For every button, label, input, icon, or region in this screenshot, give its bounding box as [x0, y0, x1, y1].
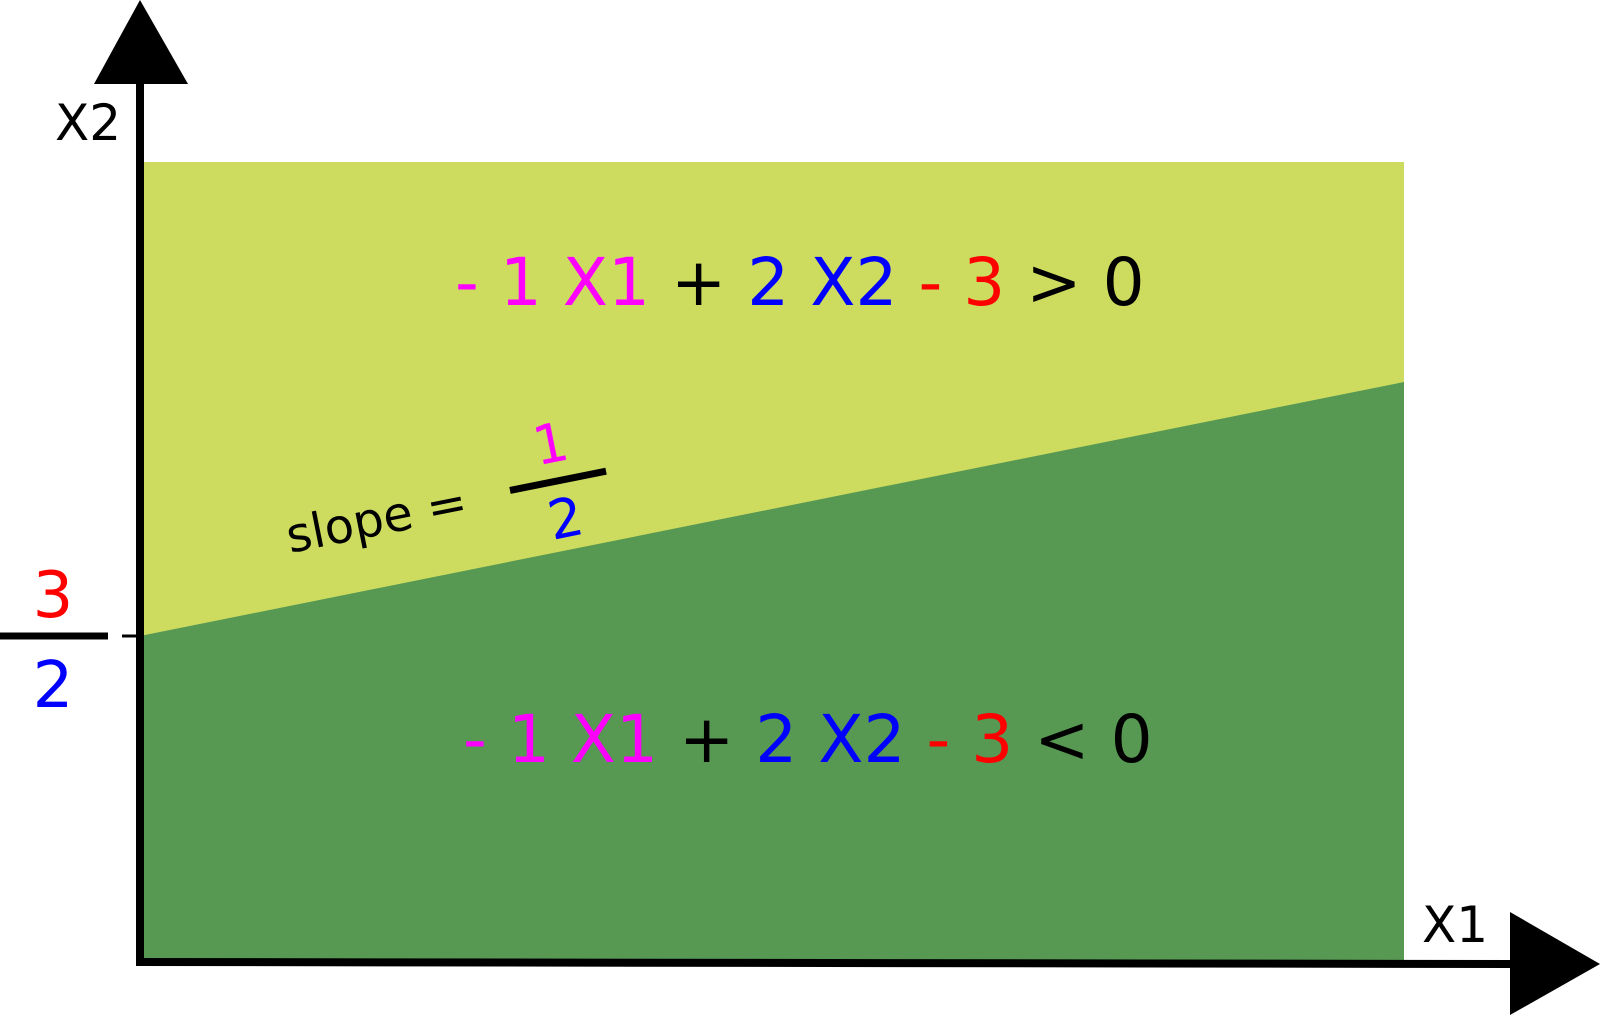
lower-region	[140, 382, 1404, 964]
x-axis-line	[135, 958, 1513, 968]
upper-relation: >	[1026, 244, 1081, 321]
x-axis-label: X1	[1422, 896, 1488, 954]
slope-fraction-bar	[509, 467, 607, 494]
lower-inequality: - 1 X1 + 2 X2 - 3 < 0	[463, 701, 1153, 778]
lower-plus: +	[679, 701, 734, 778]
upper-x1-var: X1	[563, 244, 650, 321]
lower-bias-value: 3	[971, 701, 1013, 778]
lower-x1-coef: 1	[508, 701, 550, 778]
y-axis-arrowhead	[94, 0, 188, 84]
upper-x2-var: X2	[810, 244, 897, 321]
upper-plus: +	[671, 244, 726, 321]
upper-x2-coef: 2	[747, 244, 789, 321]
upper-bias-sign: -	[918, 244, 942, 321]
lower-x1-var: X1	[571, 701, 658, 778]
x-axis-arrowhead	[1510, 912, 1600, 1015]
upper-x1-coef: 1	[500, 244, 542, 321]
lower-x2-coef: 2	[755, 701, 797, 778]
y-axis-label: X2	[55, 94, 121, 152]
upper-rhs: 0	[1103, 244, 1145, 321]
upper-x1-sign: -	[455, 244, 479, 321]
intercept-denominator: 2	[33, 649, 74, 723]
lower-bias-sign: -	[926, 701, 950, 778]
lower-rhs: 0	[1111, 701, 1153, 778]
lower-relation: <	[1034, 701, 1089, 778]
upper-bias-value: 3	[963, 244, 1005, 321]
lower-x1-sign: -	[463, 701, 487, 778]
intercept-numerator: 3	[33, 559, 74, 633]
upper-inequality: - 1 X1 + 2 X2 - 3 > 0	[455, 244, 1145, 321]
lower-x2-var: X2	[818, 701, 905, 778]
